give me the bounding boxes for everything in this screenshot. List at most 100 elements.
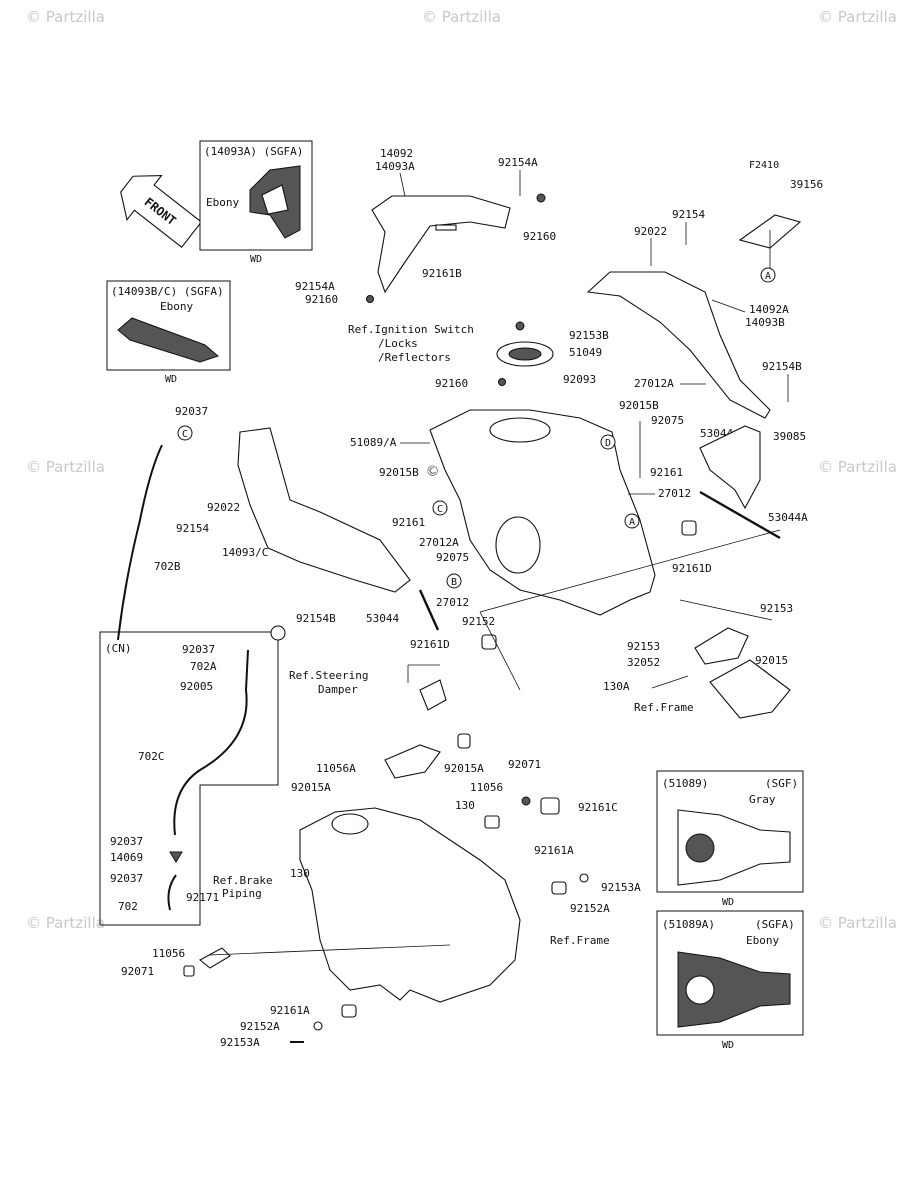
svg-text:14092A: 14092A (749, 303, 789, 316)
svg-text:53044: 53044 (366, 612, 399, 625)
watermark: © Partzilla (26, 914, 105, 932)
svg-text:92005: 92005 (180, 680, 213, 693)
svg-text:92161B: 92161B (422, 267, 462, 280)
inset-51089a-sgfa: (51089A) (SGFA) Ebony WD (656, 910, 804, 1051)
svg-text:A: A (629, 517, 635, 528)
svg-text:27012: 27012 (658, 487, 691, 500)
svg-text:92071: 92071 (508, 758, 541, 771)
svg-text:92161D: 92161D (672, 562, 712, 575)
svg-text:D: D (605, 438, 611, 449)
svg-text:14069: 14069 (110, 851, 143, 864)
watermark: © Partzilla (818, 458, 897, 476)
svg-text:14093A: 14093A (375, 160, 415, 173)
watermark: © Partzilla (818, 914, 897, 932)
svg-text:92160: 92160 (305, 293, 338, 306)
hose-702b (117, 444, 163, 641)
svg-text:(51089A): (51089A) (662, 918, 715, 931)
svg-text:92153: 92153 (627, 640, 660, 653)
svg-text:130A: 130A (603, 680, 630, 693)
svg-text:92171: 92171 (186, 891, 219, 904)
svg-text:51049: 51049 (569, 346, 602, 359)
svg-text:27012: 27012 (436, 596, 469, 609)
svg-text:27012A: 27012A (634, 377, 674, 390)
frame-lower: 11056A 92015A 92015A 92071 11056 130 921… (121, 758, 641, 1049)
cover-14093c: 92037 92022 92154 14093/C 27012A 92075 7… (154, 405, 712, 651)
svg-text:92161D: 92161D (410, 638, 450, 651)
inset-14093bc-sgfa: (14093B/C) (SGFA) Ebony WD (106, 280, 231, 385)
svg-text:C: C (437, 504, 443, 515)
svg-text:B: B (451, 577, 457, 588)
svg-text:Damper: Damper (318, 683, 358, 696)
svg-text:92160: 92160 (523, 230, 556, 243)
svg-text:Ebony: Ebony (746, 934, 779, 947)
svg-text:(CN): (CN) (105, 642, 132, 655)
svg-text:51089/A: 51089/A (350, 436, 397, 449)
svg-text:/Locks: /Locks (378, 337, 418, 350)
svg-text:39156: 39156 (790, 178, 823, 191)
svg-text:11056A: 11056A (316, 762, 356, 775)
svg-text:92075: 92075 (436, 551, 469, 564)
watermark: © Partzilla (818, 8, 897, 26)
svg-text:(SGFA): (SGFA) (755, 918, 795, 931)
svg-text:92153A: 92153A (220, 1036, 260, 1049)
svg-text:(51089): (51089) (662, 777, 708, 790)
svg-text:/Reflectors: /Reflectors (378, 351, 451, 364)
svg-text:14093B: 14093B (745, 316, 785, 329)
svg-text:11056: 11056 (470, 781, 503, 794)
svg-text:92071: 92071 (121, 965, 154, 978)
svg-text:130: 130 (290, 867, 310, 880)
svg-text:27012A: 27012A (419, 536, 459, 549)
svg-text:92075: 92075 (651, 414, 684, 427)
svg-text:92161A: 92161A (270, 1004, 310, 1017)
svg-text:Ref.Ignition Switch: Ref.Ignition Switch (348, 323, 474, 336)
svg-text:92161A: 92161A (534, 844, 574, 857)
svg-text:92022: 92022 (634, 225, 667, 238)
svg-text:92154A: 92154A (498, 156, 538, 169)
svg-text:92153: 92153 (760, 602, 793, 615)
svg-text:92015A: 92015A (444, 762, 484, 775)
cover-14092: 14092 14093A 92154A 92160 92161B 92154A … (295, 147, 556, 306)
svg-text:Ref.Frame: Ref.Frame (634, 701, 694, 714)
svg-text:92037: 92037 (110, 835, 143, 848)
svg-text:92015A: 92015A (291, 781, 331, 794)
inset-color: Ebony (206, 196, 239, 209)
svg-text:Ref.Steering: Ref.Steering (289, 669, 368, 682)
svg-text:92022: 92022 (207, 501, 240, 514)
svg-text:702B: 702B (154, 560, 181, 573)
svg-text:92160: 92160 (435, 377, 468, 390)
watermark: © Partzilla (26, 458, 105, 476)
steering-damper: Ref.Steering Damper (289, 664, 471, 779)
svg-text:14093/C: 14093/C (222, 546, 268, 559)
svg-text:92153A: 92153A (601, 881, 641, 894)
bracket-32052: 92153 92153 32052 92015 130A Ref.Frame (479, 529, 793, 719)
cover-14092a: 92154 92022 14092A 14093B 92154B 27012A … (586, 208, 802, 478)
svg-text:702A: 702A (190, 660, 217, 673)
svg-text:92152A: 92152A (570, 902, 610, 915)
svg-text:Ref.Brake: Ref.Brake (213, 874, 273, 887)
inset-51089-sgf: (51089) (SGF) Gray WD (656, 770, 804, 908)
svg-text:702: 702 (118, 900, 138, 913)
svg-text:92153B: 92153B (569, 329, 609, 342)
inset-code: WD (250, 254, 262, 265)
svg-text:92154: 92154 (672, 208, 705, 221)
inset-color: Ebony (160, 300, 193, 313)
svg-text:92161C: 92161C (578, 801, 618, 814)
sticker-39156: F2410 39156 A (738, 160, 823, 283)
inset-header: (14093B/C) (SGFA) (111, 285, 224, 298)
svg-text:702C: 702C (138, 750, 165, 763)
svg-text:WD: WD (722, 1040, 734, 1051)
svg-text:WD: WD (722, 897, 734, 908)
svg-text:92161: 92161 (650, 466, 683, 479)
svg-text:92015B: 92015B (379, 466, 419, 479)
inset-code: WD (165, 374, 177, 385)
tank-cap-51049: Ref.Ignition Switch /Locks /Reflectors 9… (348, 321, 609, 390)
svg-text:(SGF): (SGF) (765, 777, 798, 790)
svg-text:92037: 92037 (175, 405, 208, 418)
svg-text:92093: 92093 (563, 373, 596, 386)
svg-text:92154B: 92154B (296, 612, 336, 625)
svg-text:92015: 92015 (755, 654, 788, 667)
svg-text:Ref.Frame: Ref.Frame (550, 934, 610, 947)
front-arrow-icon: FRONT (120, 175, 203, 249)
svg-text:A: A (765, 271, 771, 282)
tank-cover-51089: 51089/A 92015B 92161 27012 92161 (350, 409, 691, 616)
